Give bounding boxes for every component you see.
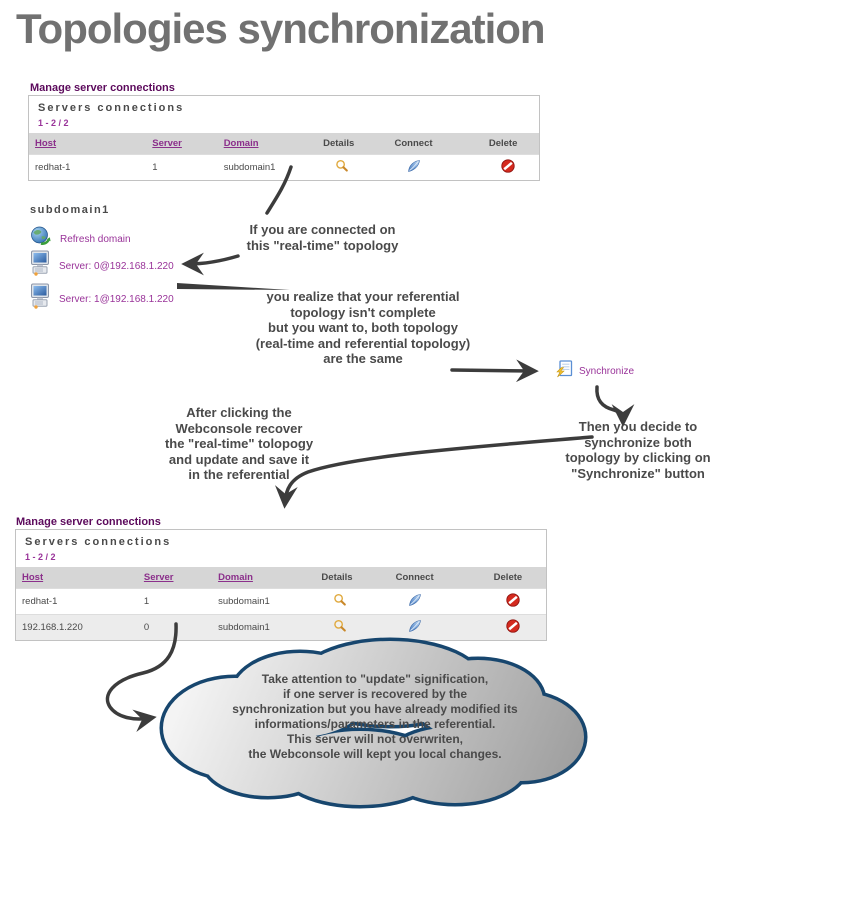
- table-title: Servers connections: [38, 102, 185, 114]
- manage-connections-label-bottom: Manage server connections: [16, 516, 161, 528]
- server-0-link[interactable]: Server: 0@192.168.1.220: [30, 250, 174, 282]
- table-row: redhat-1 1 subdomain1: [29, 154, 539, 180]
- column-host[interactable]: Host: [29, 133, 147, 155]
- delete-forbidden-icon[interactable]: [501, 159, 515, 176]
- computer-icon: [30, 283, 50, 315]
- connect-feather-icon[interactable]: [407, 159, 421, 176]
- connect-feather-icon[interactable]: [408, 593, 422, 610]
- synchronize-icon: [555, 360, 573, 383]
- cell-server: 1: [137, 588, 213, 615]
- tree-domain-label: subdomain1: [30, 204, 110, 216]
- details-magnifier-icon[interactable]: [333, 593, 347, 610]
- column-connect: Connect: [389, 567, 488, 589]
- note-after-clicking: After clicking the Webconsole recover th…: [164, 405, 314, 482]
- column-details: Details: [315, 567, 390, 589]
- cell-domain: subdomain1: [212, 614, 316, 640]
- pagination: 1 - 2 / 2: [38, 118, 69, 128]
- cell-domain: subdomain1: [212, 588, 316, 615]
- details-magnifier-icon[interactable]: [335, 159, 349, 176]
- column-delete: Delete: [482, 133, 539, 155]
- column-host[interactable]: Host: [16, 567, 138, 589]
- column-domain[interactable]: Domain: [212, 567, 316, 589]
- cell-host: 192.168.1.220: [16, 614, 138, 640]
- cell-server: 0: [137, 614, 213, 640]
- table-title: Servers connections: [25, 536, 172, 548]
- column-server[interactable]: Server: [146, 133, 218, 155]
- refresh-domain-label: Refresh domain: [60, 233, 131, 245]
- delete-forbidden-icon[interactable]: [506, 619, 520, 636]
- refresh-domain-link[interactable]: Refresh domain: [30, 226, 131, 252]
- cell-domain: subdomain1: [217, 154, 318, 180]
- cell-server: 1: [146, 154, 218, 180]
- table-row: 192.168.1.220 0 subdomain1: [16, 614, 546, 640]
- note-then-decide: Then you decide to synchronize both topo…: [565, 419, 711, 481]
- cell-host: redhat-1: [16, 588, 138, 615]
- synchronize-button[interactable]: Synchronize: [555, 360, 634, 383]
- column-connect: Connect: [388, 133, 483, 155]
- globe-refresh-icon: [30, 226, 51, 252]
- note-connected: If you are connected on this "real-time"…: [246, 222, 399, 253]
- server-1-link[interactable]: Server: 1@192.168.1.220: [30, 283, 174, 315]
- cloud-note: Take attention to "update" signification…: [232, 672, 518, 761]
- column-delete: Delete: [487, 567, 546, 589]
- pagination: 1 - 2 / 2: [25, 552, 56, 562]
- servers-table-top: Servers connections 1 - 2 / 2 Host Serve…: [28, 95, 540, 181]
- servers-table-bottom: Servers connections 1 - 2 / 2 Host Serve…: [15, 529, 547, 641]
- table-header-row: Host Server Domain Details Connect Delet…: [29, 133, 539, 155]
- synchronize-label: Synchronize: [579, 366, 635, 377]
- cell-host: redhat-1: [29, 154, 147, 180]
- server-1-label: Server: 1@192.168.1.220: [59, 293, 174, 305]
- table-row: redhat-1 1 subdomain1: [16, 588, 546, 615]
- page-title: Topologies synchronization: [16, 5, 546, 52]
- manage-connections-label-top: Manage server connections: [30, 82, 175, 94]
- server-0-label: Server: 0@192.168.1.220: [59, 260, 174, 272]
- column-details: Details: [317, 133, 389, 155]
- column-domain[interactable]: Domain: [217, 133, 318, 155]
- details-magnifier-icon[interactable]: [333, 619, 347, 636]
- note-realize: you realize that your referential topolo…: [255, 289, 471, 366]
- column-server[interactable]: Server: [137, 567, 213, 589]
- table-header-row: Host Server Domain Details Connect Delet…: [16, 567, 546, 589]
- computer-icon: [30, 250, 50, 282]
- delete-forbidden-icon[interactable]: [506, 593, 520, 610]
- connect-feather-icon[interactable]: [408, 619, 422, 636]
